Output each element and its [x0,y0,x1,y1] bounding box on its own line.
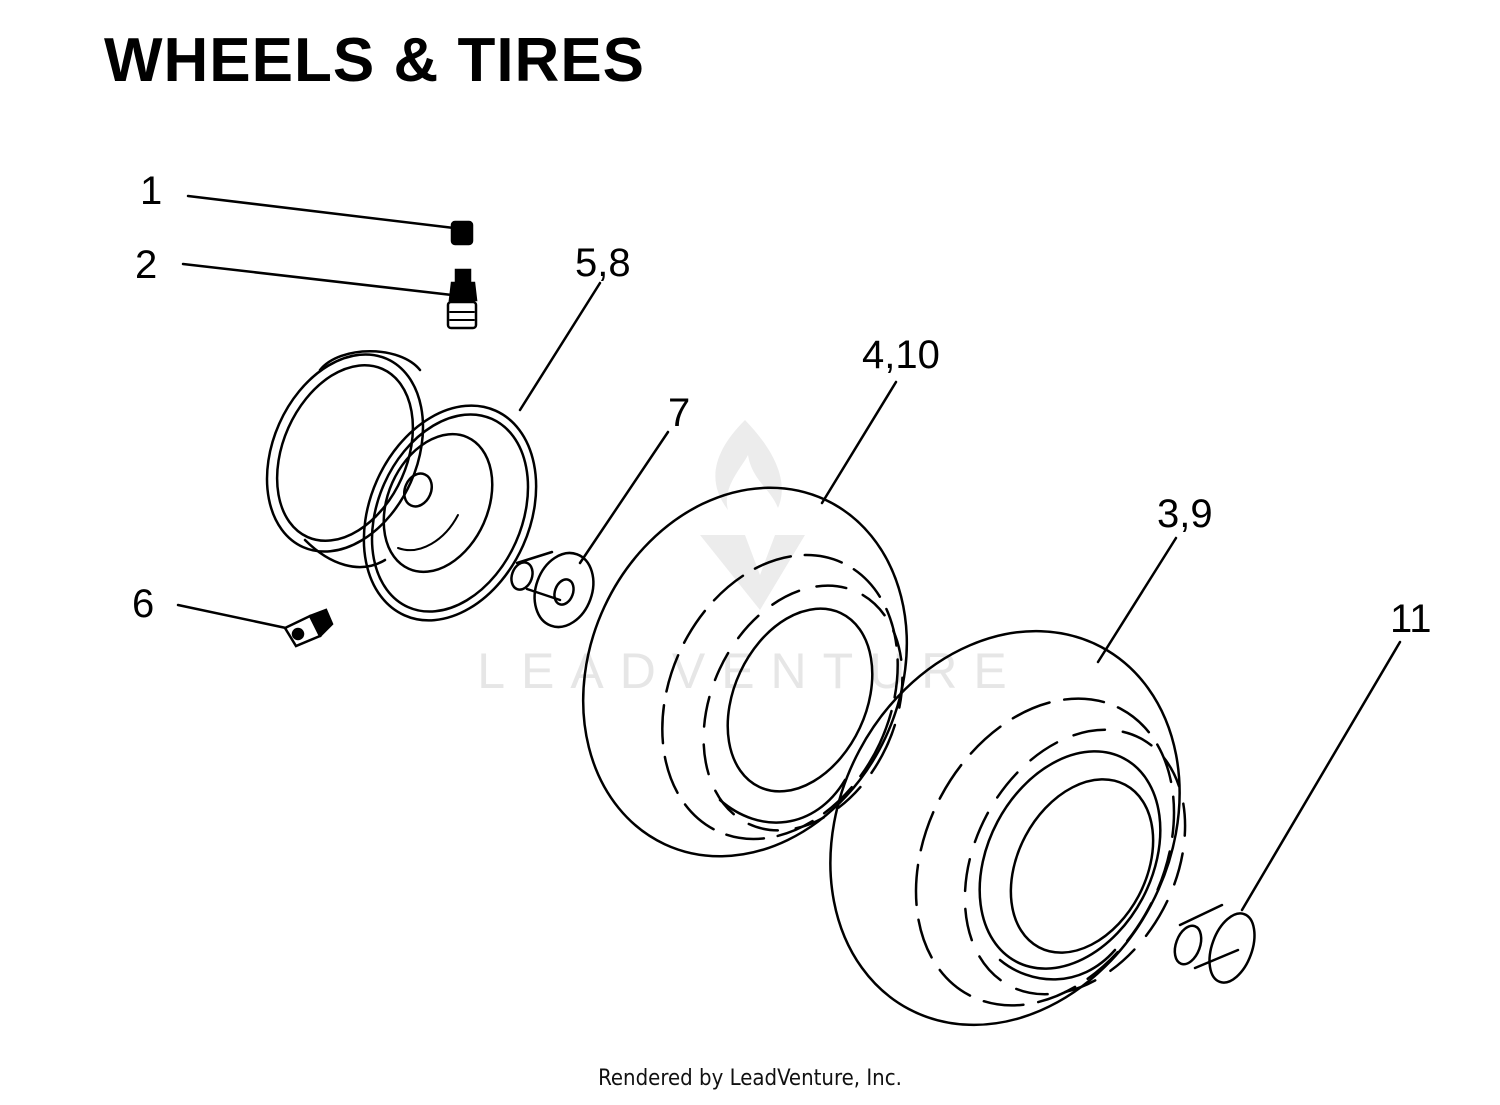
callout-5-8[interactable]: 5,8 [575,241,631,285]
leader-line-11 [1240,640,1402,912]
valve-cap-part[interactable] [450,220,474,246]
page-title: WHEELS & TIRES [104,26,646,95]
watermark-v-icon [700,535,805,610]
leader-line-1 [186,194,456,230]
leader-line-6 [176,603,288,630]
leader-line-3-9 [1096,536,1178,664]
watermark-flame-icon [715,420,782,510]
leader-line-5-8 [518,281,602,412]
callout-6[interactable]: 6 [132,582,154,626]
bushing-part[interactable] [508,545,603,636]
footer-credit: Rendered by LeadVenture, Inc. [598,1066,902,1091]
leader-line-4-10 [820,380,898,505]
callout-7[interactable]: 7 [668,391,690,435]
leader-line-7 [578,430,670,565]
callout-1[interactable]: 1 [140,169,162,213]
valve-stem-part[interactable] [446,268,478,330]
hub-cap-part[interactable] [1170,903,1263,989]
callout-labels: 1 2 5,8 4,10 7 6 3,9 11 [132,169,1432,641]
leader-line-2 [181,262,454,297]
wheel-rim-part[interactable] [237,330,568,648]
callout-2[interactable]: 2 [135,243,157,287]
callout-3-9[interactable]: 3,9 [1157,492,1213,536]
callout-11[interactable]: 11 [1390,597,1432,641]
callout-4-10[interactable]: 4,10 [862,333,940,377]
rear-tire-part[interactable] [763,570,1247,1087]
leader-lines [176,194,1402,912]
grease-fitting-part[interactable] [283,608,334,648]
watermark-text: LEADVENTURE [477,643,1023,699]
watermark: LEADVENTURE [477,420,1023,699]
